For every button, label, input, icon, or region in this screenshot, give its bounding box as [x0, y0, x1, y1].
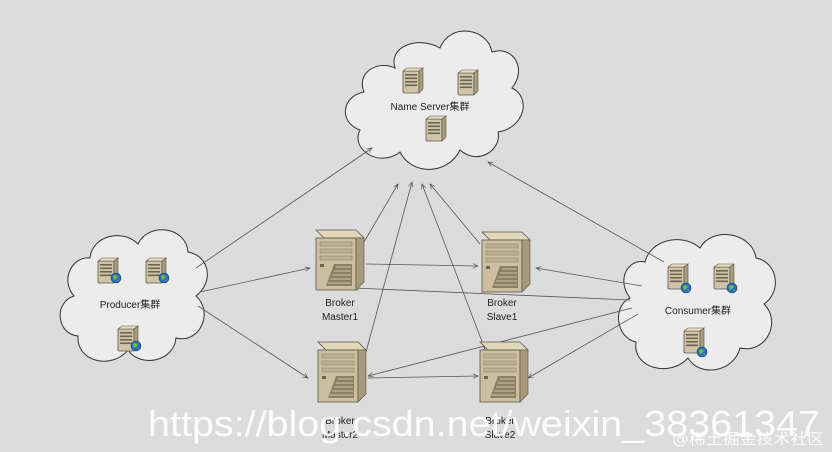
globe-icon	[158, 272, 170, 284]
globe-icon	[110, 272, 122, 284]
broker-master2-server-icon	[317, 341, 367, 403]
edge-consumer-slave1	[536, 268, 643, 287]
edge-producer-nameserver	[195, 148, 372, 269]
broker-slave1-label-line2: Slave1	[487, 312, 518, 323]
consumer-cloud	[618, 234, 776, 371]
edge-consumer-master1	[354, 288, 631, 301]
edge-producer-master1	[199, 268, 310, 293]
name-server-icon-1	[402, 67, 424, 94]
name-server-icon-3	[425, 115, 447, 142]
broker-master2-label-line1: Broker	[325, 416, 355, 427]
name-server-label: Name Server集群	[391, 100, 470, 113]
edge-producer-master2	[197, 305, 308, 378]
broker-master1-label-line2: Master1	[322, 312, 359, 323]
connections	[195, 148, 665, 378]
edge-slave1-nameserver	[430, 184, 481, 245]
broker-master2: Broker Master2	[317, 341, 367, 441]
name-server-cloud	[344, 30, 524, 170]
edge-consumer-slave2	[528, 313, 639, 378]
consumer-cluster: Consumer集群	[665, 263, 738, 358]
broker-master2-label-line2: Master2	[322, 430, 359, 441]
broker-slave2-server-icon	[479, 341, 529, 403]
edge-master2-slave2	[367, 376, 478, 378]
broker-master1-label-line1: Broker	[325, 298, 355, 309]
producer-cluster: Producer集群	[97, 257, 170, 352]
edge-consumer-nameserver	[488, 162, 665, 263]
broker-master1-server-icon	[315, 229, 365, 291]
broker-slave2: Broker Slave2	[479, 341, 529, 441]
broker-slave1-server-icon	[481, 231, 531, 293]
edge-master2-nameserver	[365, 182, 412, 353]
globe-icon	[696, 346, 708, 358]
globe-icon	[130, 340, 142, 352]
globe-icon	[726, 282, 738, 294]
producer-label: Producer集群	[100, 298, 161, 311]
name-server-cluster: Name Server集群	[391, 67, 479, 142]
broker-master1: Broker Master1	[315, 229, 365, 323]
edge-master1-nameserver	[363, 184, 398, 243]
name-server-icon-2	[457, 69, 479, 96]
globe-icon	[680, 282, 692, 294]
producer-cloud	[59, 229, 208, 362]
broker-slave1-label-line1: Broker	[487, 298, 517, 309]
broker-slave2-label-line2: Slave2	[485, 430, 516, 441]
watermark-site: @稀土掘金技术社区	[672, 430, 824, 448]
consumer-label: Consumer集群	[665, 304, 731, 317]
broker-slave2-label-line1: Broker	[485, 416, 515, 427]
edge-slave2-nameserver	[422, 184, 487, 353]
watermark-url: https://blog.csdn.net/weixin_38361347	[148, 403, 820, 444]
edge-master1-slave1	[365, 264, 478, 266]
broker-slave1: Broker Slave1	[481, 231, 531, 323]
